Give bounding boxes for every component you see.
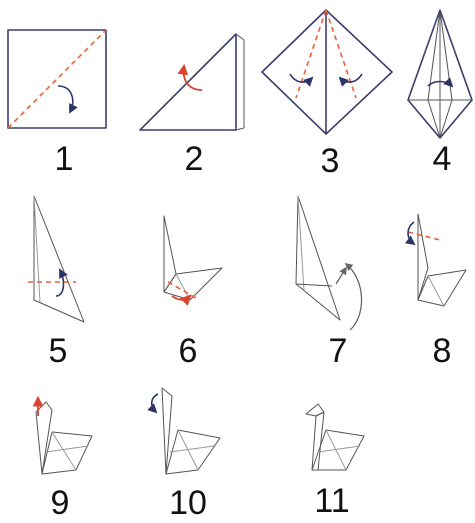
paper-body [41,431,93,475]
step-6: 6 [163,215,223,370]
inner-edge [33,195,41,303]
step-number-5: 5 [49,332,68,370]
neck-crease [297,195,305,291]
step-number-11: 11 [314,482,349,520]
paper-square [7,29,107,129]
fold-arrow-icon [57,85,78,114]
step-number-6: 6 [179,332,198,370]
body-crease-2 [317,445,361,453]
fold-arrow-icon [427,77,454,88]
fold-line [7,29,107,129]
step-2: 2 [139,33,245,178]
step-number-8: 8 [433,332,452,370]
fold-arrow-icon [404,221,416,246]
paper-triangle [139,33,237,131]
paper-neck [417,213,429,301]
fold-arrow-icon [177,63,203,91]
paper-body [163,267,223,301]
fold-arrow-icon [147,393,159,414]
step-number-1: 1 [55,140,74,178]
step-4: 4 [407,9,473,178]
step-9: 9 [32,395,93,522]
paper-body [165,429,221,475]
body-crease [51,431,77,471]
step-1: 1 [7,29,107,178]
step-8: 8 [404,213,467,370]
step-number-7: 7 [329,332,348,370]
body-crease-2 [45,445,89,453]
paper-body [417,269,467,307]
step-10: 10 [147,387,221,522]
paper-neck [163,215,177,293]
swan-body [311,429,365,471]
step-11: 11 [305,403,365,520]
step-number-3: 3 [321,142,340,180]
fold-arrow-left-icon [289,73,314,87]
step-number-9: 9 [51,484,70,522]
body-crease [427,275,445,307]
step-number-10: 10 [169,484,207,522]
body-crease-2 [169,445,215,453]
swan-head [305,403,325,417]
fold-line-right [325,9,357,99]
paper-neck [295,195,341,321]
paper-shape [33,195,85,323]
fold-line [407,231,441,241]
fold-arrow-icon [344,263,363,331]
fold-line-left [295,9,327,99]
step-number-2: 2 [185,140,204,178]
step-7: 7 [295,195,363,370]
step-5: 5 [28,195,85,370]
paper-back-flap [235,33,245,131]
fold-arrow-icon [55,268,68,297]
fold-arrow-right-icon [338,73,363,87]
fold-arrow-icon [171,294,192,306]
body-crease [325,429,347,471]
fold-edge [295,283,333,287]
step-3: 3 [261,9,393,180]
paper-diamond [261,9,393,135]
fold-arrow-small-icon [335,266,347,285]
paper-neck [161,387,173,475]
step-number-4: 4 [433,140,452,178]
